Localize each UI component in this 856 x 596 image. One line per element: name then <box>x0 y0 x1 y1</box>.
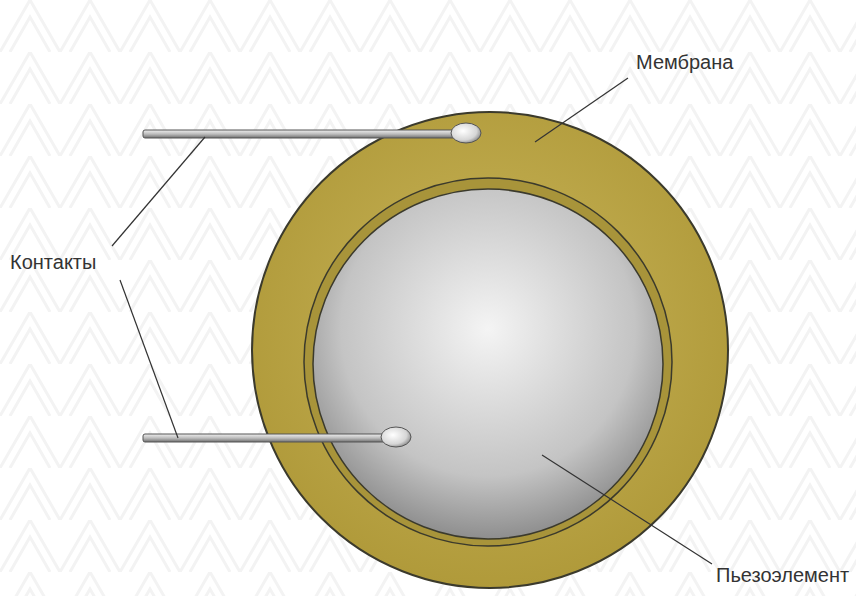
leader-line <box>112 137 205 246</box>
part-label: Мембрана <box>636 50 733 74</box>
leader-line <box>535 78 628 142</box>
leader-line <box>542 455 712 564</box>
contact-wire <box>143 434 395 442</box>
part-label: Контакты <box>10 250 96 274</box>
leader-line <box>120 280 178 438</box>
piezo-element <box>313 189 663 539</box>
part-label: Пьезоэлемент <box>716 563 849 587</box>
contact-wire <box>143 130 465 138</box>
membrane-ring <box>304 178 672 546</box>
solder-joint <box>451 123 481 143</box>
membrane-disc <box>252 112 728 588</box>
solder-joint <box>381 427 411 447</box>
